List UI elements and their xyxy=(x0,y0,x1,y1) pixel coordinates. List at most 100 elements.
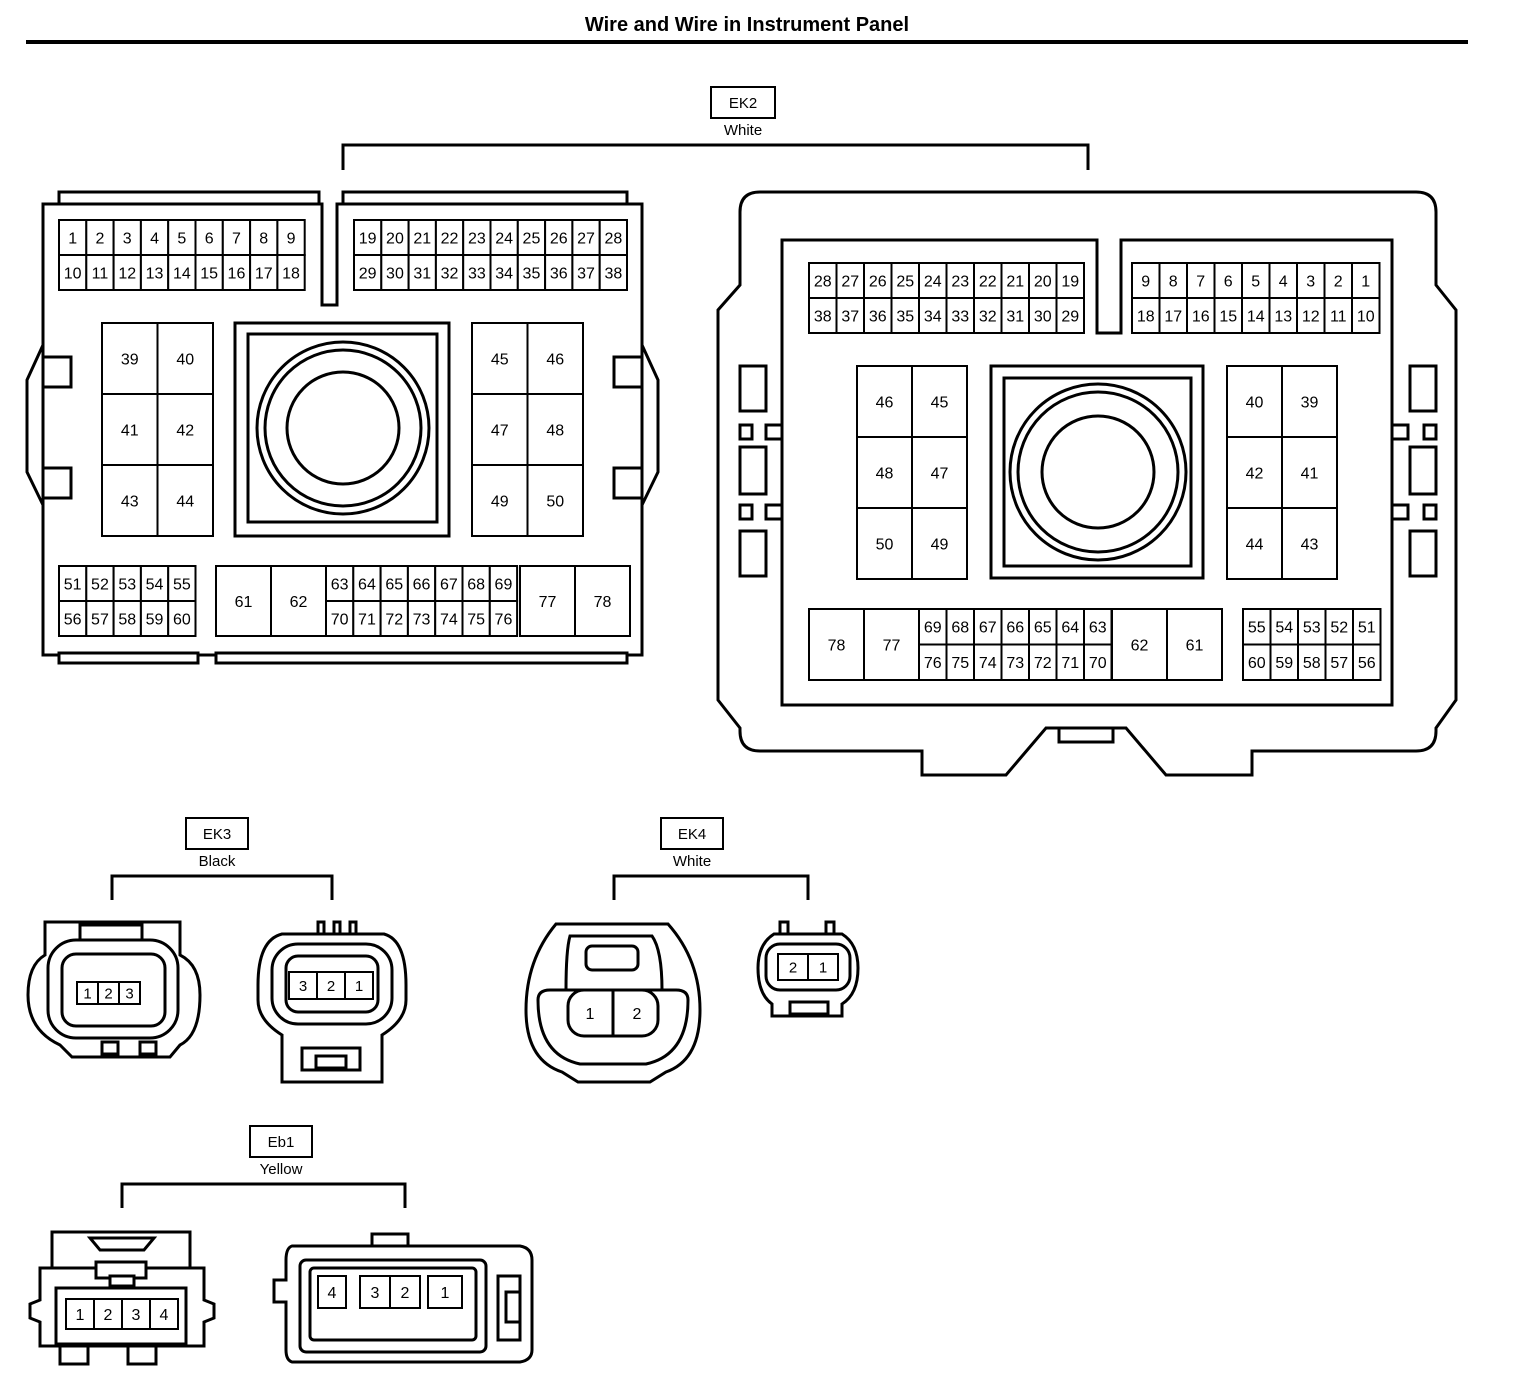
pin-label: 47 xyxy=(491,422,509,439)
pin-label: 68 xyxy=(467,576,485,593)
pin-label: 38 xyxy=(814,308,832,325)
pin-label: 36 xyxy=(869,308,887,325)
ek3-bracket xyxy=(110,874,334,900)
pin-label: 29 xyxy=(359,265,377,282)
pin-label: 15 xyxy=(1219,308,1237,325)
pin-label: 77 xyxy=(539,594,557,611)
pin-label: 15 xyxy=(200,265,218,282)
pin-label: 5 xyxy=(1251,273,1260,290)
pin-label: 2 xyxy=(401,1285,410,1302)
pin-cell xyxy=(344,971,374,1000)
pin-label: 32 xyxy=(979,308,997,325)
pin-cell xyxy=(973,262,1003,299)
pin-cell xyxy=(352,565,382,602)
pin-label: 21 xyxy=(1006,273,1024,290)
ek2-bracket xyxy=(341,143,1090,170)
ek3-right-connector xyxy=(256,920,408,1084)
pin-label: 6 xyxy=(1224,273,1233,290)
pin-label: 32 xyxy=(441,265,459,282)
pin-label: 41 xyxy=(121,422,139,439)
ek4-label: EK4 White xyxy=(612,817,810,900)
pin-label: 23 xyxy=(951,273,969,290)
pin-label: 30 xyxy=(1034,308,1052,325)
pin-label: 60 xyxy=(173,611,191,628)
pin-label: 25 xyxy=(896,273,914,290)
pin-cell xyxy=(1055,297,1085,334)
pin-cell xyxy=(574,565,631,637)
pin-label: 17 xyxy=(1164,308,1182,325)
pin-cell xyxy=(1297,643,1327,681)
pin-cell xyxy=(911,507,968,580)
pin-cell xyxy=(1281,507,1338,580)
pin-label: 71 xyxy=(1061,655,1079,672)
pin-cell xyxy=(1226,365,1283,438)
pin-cell xyxy=(1226,507,1283,580)
pin-cell xyxy=(1000,297,1030,334)
pin-label: 50 xyxy=(876,536,894,553)
pin-cell xyxy=(1166,608,1223,681)
pin-label: 43 xyxy=(1301,536,1319,553)
pin-cell xyxy=(462,254,492,291)
pin-label: 50 xyxy=(546,493,564,510)
pin-label: 35 xyxy=(523,265,541,282)
pin-label: 3 xyxy=(299,978,307,995)
pin-cell xyxy=(156,322,214,395)
pin-cell xyxy=(544,254,574,291)
pin-cell xyxy=(807,953,839,981)
pin-cell xyxy=(1324,643,1354,681)
eb1-code: Eb1 xyxy=(268,1134,295,1151)
pin-cell xyxy=(863,608,920,681)
pin-label: 14 xyxy=(173,265,191,282)
pin-cell xyxy=(1226,436,1283,509)
ek4-left-connector xyxy=(524,922,702,1084)
pin-label: 63 xyxy=(1089,620,1107,637)
ek3-label: EK3 Black xyxy=(110,817,334,900)
pin-label: 72 xyxy=(1034,655,1052,672)
ek2-code: EK2 xyxy=(729,95,757,112)
pin-label: 24 xyxy=(495,230,513,247)
pin-cell xyxy=(118,981,141,1005)
pin-label: 78 xyxy=(828,637,846,654)
pin-cell xyxy=(519,565,576,637)
pin-label: 67 xyxy=(440,576,458,593)
pin-cell xyxy=(58,600,88,637)
pin-label: 4 xyxy=(150,230,159,247)
pin-label: 26 xyxy=(550,230,568,247)
pin-label: 1 xyxy=(586,1006,595,1023)
pin-label: 52 xyxy=(1330,620,1348,637)
pin-label: 51 xyxy=(64,576,82,593)
pin-cell xyxy=(434,254,465,291)
pin-label: 56 xyxy=(1358,655,1376,672)
pin-label: 3 xyxy=(371,1285,380,1302)
eb1-bracket xyxy=(120,1182,407,1208)
eb1-color: Yellow xyxy=(260,1161,303,1178)
pin-cell xyxy=(139,600,170,637)
pin-label: 22 xyxy=(441,230,459,247)
pin-label: 55 xyxy=(1248,620,1266,637)
pin-label: 39 xyxy=(121,351,139,368)
pin-label: 9 xyxy=(1141,273,1150,290)
pin-cell xyxy=(1241,297,1271,334)
pin-cell xyxy=(156,393,214,466)
pin-label: 61 xyxy=(1186,637,1204,654)
ek2-left-connector xyxy=(25,190,660,665)
pin-label: 12 xyxy=(1302,308,1320,325)
pin-label: 69 xyxy=(495,576,513,593)
pin-label: 10 xyxy=(1357,308,1375,325)
pin-label: 42 xyxy=(176,422,194,439)
pin-label: 77 xyxy=(883,637,901,654)
pin-label: 74 xyxy=(979,655,997,672)
pin-label: 2 xyxy=(1334,273,1343,290)
pin-cell xyxy=(973,643,1003,681)
pin-cell xyxy=(973,297,1003,334)
pin-label: 53 xyxy=(118,576,136,593)
pin-cell xyxy=(1186,297,1216,334)
pin-label: 44 xyxy=(176,493,194,510)
pin-label: 11 xyxy=(92,265,109,282)
pin-label: 28 xyxy=(814,273,832,290)
pin-label: 6 xyxy=(205,230,214,247)
pin-label: 1 xyxy=(68,230,77,247)
pin-label: 29 xyxy=(1061,308,1079,325)
